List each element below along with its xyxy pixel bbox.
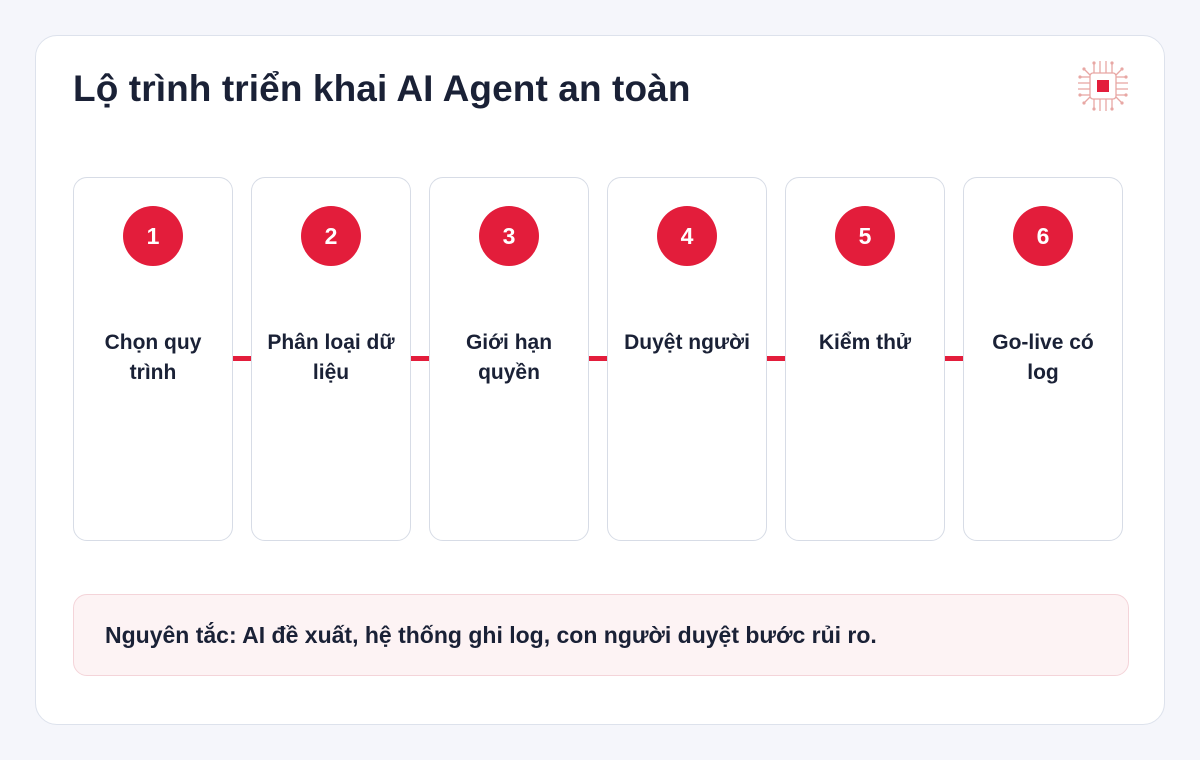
- step-label: Giới hạn quyền: [465, 331, 553, 384]
- step-number-badge: 6: [1013, 206, 1073, 266]
- step-card: 1 Chọn quy trình: [73, 177, 233, 541]
- step-label: Kiểm thử: [818, 331, 912, 354]
- step-connector: [589, 356, 609, 361]
- step-connector: [767, 356, 787, 361]
- step-card: 2 Phân loại dữ liệu: [251, 177, 411, 541]
- step-card: 6 Go-live có log: [963, 177, 1123, 541]
- step-card: 3 Giới hạn quyền: [429, 177, 589, 541]
- cpu-chip-icon: [1078, 61, 1128, 111]
- steps-flow: 1 Chọn quy trình 2 Phân loại dữ liệu 3 G…: [73, 177, 1125, 541]
- step-connector: [945, 356, 965, 361]
- step-card: 4 Duyệt người: [607, 177, 767, 541]
- step-label: Duyệt người: [624, 331, 750, 354]
- step-connector: [411, 356, 431, 361]
- step-number-badge: 1: [123, 206, 183, 266]
- step-label: Chọn quy trình: [104, 331, 202, 384]
- step-label: Go-live có log: [992, 331, 1094, 384]
- step-connector: [233, 356, 253, 361]
- step-card: 5 Kiểm thử: [785, 177, 945, 541]
- step-number-badge: 4: [657, 206, 717, 266]
- step-number-badge: 5: [835, 206, 895, 266]
- step-number-badge: 2: [301, 206, 361, 266]
- roadmap-card: Lộ trình triển khai AI Agent an toàn: [35, 35, 1165, 725]
- step-label: Phân loại dữ liệu: [267, 331, 395, 384]
- step-number-badge: 3: [479, 206, 539, 266]
- principle-note: Nguyên tắc: AI đề xuất, hệ thống ghi log…: [73, 594, 1129, 676]
- page-title: Lộ trình triển khai AI Agent an toàn: [73, 68, 691, 109]
